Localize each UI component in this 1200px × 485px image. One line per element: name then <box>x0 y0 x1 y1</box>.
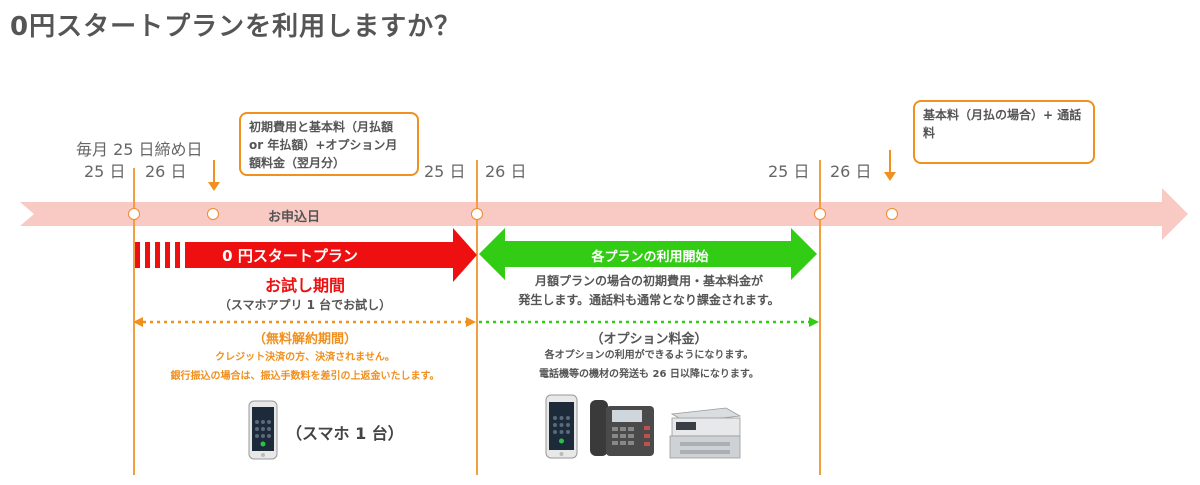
callout-initial-fees: 初期費用と基本料（月払額 or 年払額）+オプション月額料金（翌月分） <box>239 112 419 176</box>
day-26-third: 26 日 <box>830 162 872 181</box>
apply-date-label: お申込日 <box>268 210 321 225</box>
option-fee-notes: 各オプションの利用ができるようになります。 電話機等の機材の発送も 26 日以降… <box>480 346 818 384</box>
option-fee-title: （オプション料金） <box>590 332 708 347</box>
plan-description-line2: 発生します。通話料も通常となり課金されます。 <box>518 293 780 307</box>
page-title: 0円スタートプランを利用しますか？ <box>10 12 462 42</box>
option-fee-note1: 各オプションの利用ができるようになります。 <box>544 350 754 361</box>
trial-period-title: お試し期間 <box>264 276 345 295</box>
callout-basic-fees: 基本料（月払の場合）+ 通話料 <box>913 100 1095 164</box>
timeline-marker <box>814 208 826 220</box>
timeline-band <box>20 188 1188 240</box>
down-arrow-icon <box>884 150 896 181</box>
divider-line-middle <box>476 160 478 475</box>
trial-banner-label: 0 円スタートプラン <box>222 247 358 265</box>
down-arrow-icon <box>208 160 220 191</box>
divider-line-end <box>819 160 821 475</box>
free-cancel-notes: クレジット決済の方、決済されません。 銀行振込の場合は、振込手数料を差引の上返金… <box>135 348 475 386</box>
plan-description: 月額プランの場合の初期費用・基本料金が 発生します。通話料も通常となり課金されま… <box>480 272 818 310</box>
timeline-marker <box>207 208 219 220</box>
free-cancel-note1: クレジット決済の方、決済されません。 <box>215 352 395 363</box>
timeline-marker <box>128 208 140 220</box>
smartphone-icon <box>545 394 578 459</box>
day-25-first: 25 日 <box>84 162 126 181</box>
timeline-marker <box>886 208 898 220</box>
smartphone-icon <box>248 400 278 460</box>
period-dotted-arrows <box>133 317 819 327</box>
plan-banner-arrow <box>479 228 817 280</box>
plan-description-line1: 月額プランの場合の初期費用・基本料金が <box>534 274 763 288</box>
timeline-marker <box>471 208 483 220</box>
option-fee-note2: 電話機等の機材の発送も 26 日以降になります。 <box>539 369 759 380</box>
trial-banner-arrow <box>135 228 477 282</box>
day-25-third: 25 日 <box>768 162 810 181</box>
day-26-first: 26 日 <box>145 162 187 181</box>
free-cancel-note2: 銀行振込の場合は、振込手数料を差引の上返金いたします。 <box>170 371 440 382</box>
trial-period-subtitle: （スマホアプリ 1 台でお試し） <box>218 298 392 312</box>
multifunction-printer-icon <box>669 407 742 459</box>
free-cancel-title: （無料解約期間） <box>252 332 357 347</box>
desk-phone-icon <box>590 400 654 456</box>
day-26-second: 26 日 <box>485 162 527 181</box>
device-label: （スマホ 1 台） <box>286 424 404 443</box>
plan-banner-label: 各プランの利用開始 <box>591 250 709 265</box>
cutoff-label: 毎月 25 日締め日 <box>76 140 203 159</box>
day-25-second: 25 日 <box>424 162 466 181</box>
